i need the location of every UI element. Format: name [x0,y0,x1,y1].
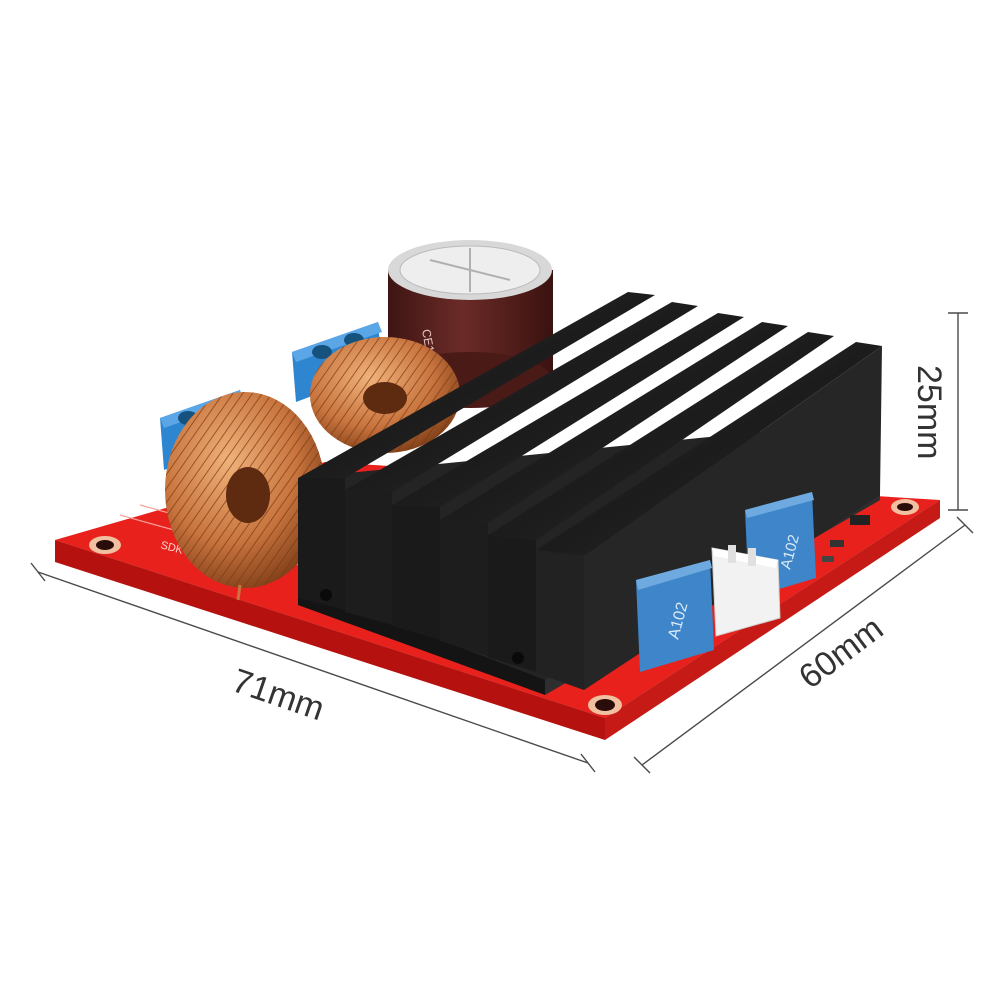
dimension-length-label: 71mm [227,662,329,729]
heatsink-fin [392,313,744,640]
heatsink-fin [488,332,834,672]
heatsink-fin [298,292,655,610]
film-capacitor-front: A102 [636,560,714,672]
mounting-hole-right [891,499,919,515]
jst-connector [711,545,781,637]
heatsink-fin [440,322,788,656]
dimension-width-label: 60mm [792,609,890,696]
mounting-hole-left [89,536,121,554]
smd-components [822,515,870,562]
heatsink-fin [345,302,698,625]
dimension-height: 25mm [910,312,968,511]
mounting-hole-front [588,695,622,715]
dimension-height-label: 25mm [910,365,948,459]
toroidal-inductor-front [165,392,325,601]
